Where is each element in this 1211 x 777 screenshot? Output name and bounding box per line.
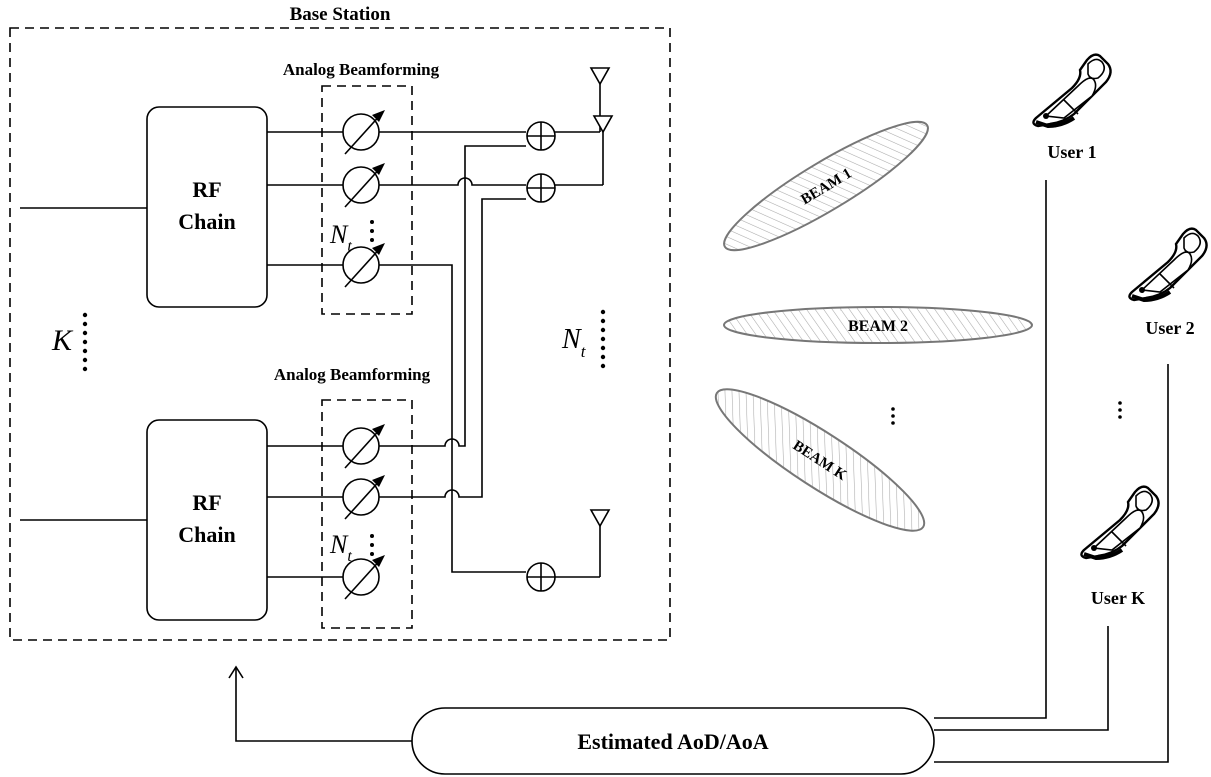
phase-shifter-icon xyxy=(342,423,386,469)
phone-icon xyxy=(1031,52,1113,128)
user-k-label: User K xyxy=(1091,588,1145,608)
beams: BEAM 1 BEAM 2 BEAM K xyxy=(714,120,1033,532)
phone-icon xyxy=(1079,484,1161,560)
beam-2 xyxy=(723,306,1033,344)
wiring-top xyxy=(267,131,526,573)
link-user-k xyxy=(934,626,1109,731)
nt-label-antennas: Nt xyxy=(561,324,587,361)
link-user-2 xyxy=(934,364,1169,763)
user-2-label: User 2 xyxy=(1145,318,1194,338)
phase-shifter-icon xyxy=(342,109,386,155)
nt-label-top: Nt xyxy=(329,220,352,255)
beam-k xyxy=(714,388,926,532)
wiring-bottom xyxy=(267,145,526,578)
rf-chain-bottom-label-2: Chain xyxy=(178,522,235,547)
feedback-label: Estimated AoD/AoA xyxy=(577,729,768,754)
feedback: Estimated AoD/AoA xyxy=(228,180,1169,775)
rf-chain-top-label-1: RF xyxy=(192,177,221,202)
analog-beamforming-top-box xyxy=(321,85,413,315)
rf-chain-top-label-2: Chain xyxy=(178,209,235,234)
rf-chain-bottom-box xyxy=(146,419,268,621)
base-station-frame xyxy=(9,27,671,641)
ellipsis-beams xyxy=(891,407,895,425)
adder-icon xyxy=(526,562,556,592)
users: User 1 User 2 User K xyxy=(1031,52,1209,608)
ellipsis-users xyxy=(1118,401,1122,419)
analog-beamforming-bottom-label: Analog Beamforming xyxy=(274,365,431,384)
analog-beamforming-bottom: Analog Beamforming xyxy=(274,365,431,629)
adder-icon xyxy=(526,121,556,151)
rf-chain-top-box xyxy=(146,106,268,308)
analog-beamforming-top-label: Analog Beamforming xyxy=(283,60,440,79)
antenna-icon xyxy=(590,509,610,553)
link-user-1 xyxy=(934,180,1047,719)
ellipsis-top-shifters xyxy=(370,220,374,242)
ellipsis-bottom-shifters xyxy=(370,534,374,556)
analog-beamforming-top: Analog Beamforming xyxy=(283,60,440,315)
nt-label-bottom: Nt xyxy=(329,530,352,565)
rf-chain-bottom: RF Chain xyxy=(20,419,268,621)
ellipsis-k xyxy=(82,312,88,372)
phone-icon xyxy=(1127,226,1209,302)
user-1-label: User 1 xyxy=(1047,142,1096,162)
adders-antennas xyxy=(526,67,613,592)
phase-shifter-icon xyxy=(342,162,386,208)
feedback-arrow xyxy=(235,668,412,742)
phase-shifter-icon xyxy=(342,474,386,520)
base-station-title: Base Station xyxy=(290,4,391,25)
beam-2-label: BEAM 2 xyxy=(848,318,908,335)
rf-chain-bottom-label-1: RF xyxy=(192,490,221,515)
k-label: K xyxy=(51,324,74,357)
beam-1 xyxy=(723,120,929,252)
ellipsis-antennas xyxy=(600,309,606,369)
adder-icon xyxy=(526,173,556,203)
base-station: Base Station xyxy=(9,4,671,641)
rf-chain-top: RF Chain xyxy=(20,106,268,308)
antenna-icon xyxy=(593,115,613,159)
symbol-labels: Nt Nt Nt K xyxy=(51,220,606,565)
analog-beamforming-bottom-box xyxy=(321,399,413,629)
antenna-icon xyxy=(590,67,610,111)
phase-shifters xyxy=(342,109,386,600)
